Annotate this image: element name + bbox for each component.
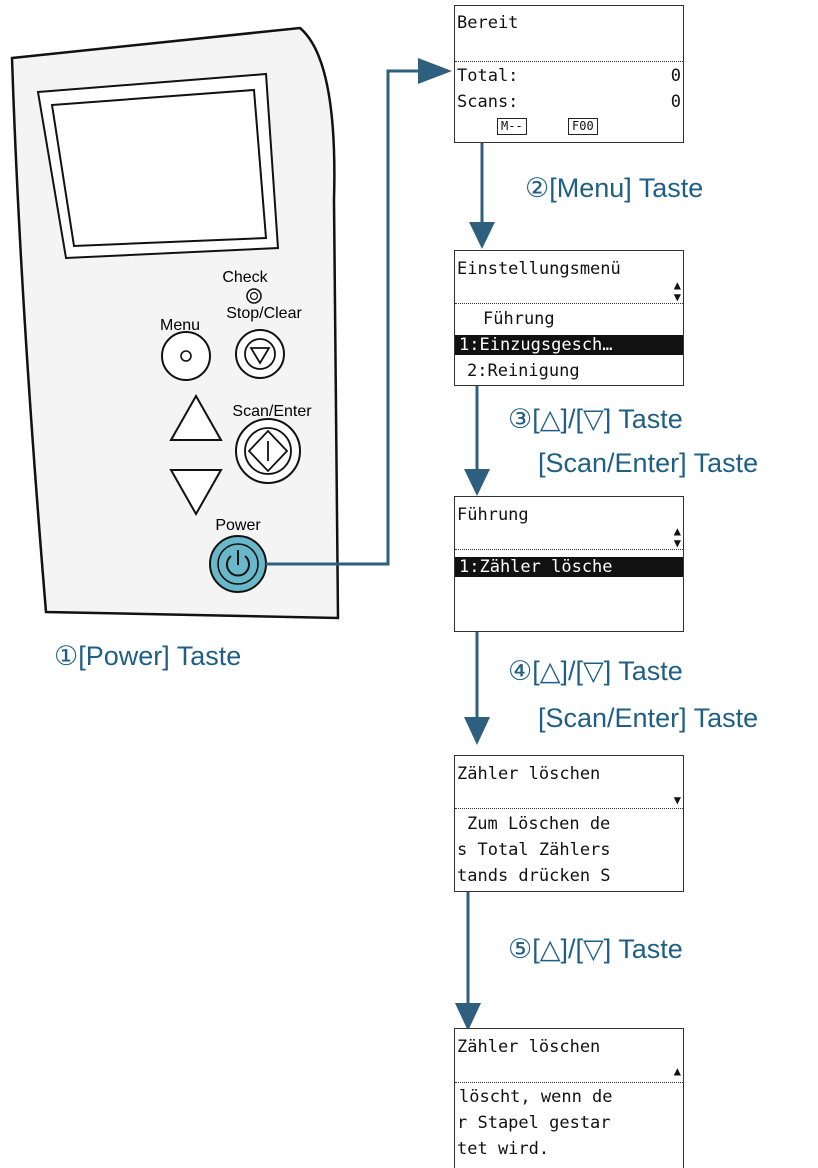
lcd-screen-guidance: Führung ▲▼ 1:Zähler lösche xyxy=(454,496,684,632)
message-line: löscht, wenn de xyxy=(459,1087,613,1107)
step-2-label: ②[Menu] Taste xyxy=(525,173,704,203)
menu-item: 2:Reinigung xyxy=(467,361,580,381)
screen-title: Einstellungsmenü xyxy=(457,259,621,279)
screen-title: Zähler löschen xyxy=(457,1037,601,1057)
lcd-screen-reset-counter: Zähler löschen ▼ Zum Löschen de s Total … xyxy=(454,755,684,892)
up-arrow-icon: ▲ xyxy=(673,1064,681,1078)
lcd-screen-ready: Bereit Total: 0 Scans: 0 M-- F00 xyxy=(454,5,684,143)
screen-title: Führung xyxy=(457,505,529,525)
operator-panel: Check Menu Stop/Clear Scan/Enter Power xyxy=(10,26,340,620)
check-label: Check xyxy=(222,269,268,286)
total-value: 0 xyxy=(670,66,681,86)
menu-item: Führung xyxy=(483,309,555,329)
total-label: Total: xyxy=(457,66,519,86)
step-3-sublabel: [Scan/Enter] Taste xyxy=(538,448,759,478)
menu-item-selected: 1:Einzugsgesch… xyxy=(455,335,683,355)
message-line: Zum Löschen de xyxy=(467,814,611,834)
menu-label: Menu xyxy=(160,317,200,334)
stop-clear-label: Stop/Clear xyxy=(226,305,302,322)
message-line: r Stapel gestar xyxy=(457,1113,611,1133)
power-connector xyxy=(266,69,425,566)
up-button-icon xyxy=(169,393,223,441)
up-down-arrow-icon: ▲▼ xyxy=(673,524,681,550)
scans-value: 0 xyxy=(670,92,681,112)
message-line: s Total Zählers xyxy=(457,840,611,860)
arrowhead-power xyxy=(418,58,452,84)
step-4-sublabel: [Scan/Enter] Taste xyxy=(538,703,759,733)
scans-label: Scans: xyxy=(457,92,519,112)
step-1-label: ①[Power] Taste xyxy=(54,641,242,671)
scan-enter-label: Scan/Enter xyxy=(232,403,312,420)
check-led-icon xyxy=(246,288,262,304)
message-line: tet wird. xyxy=(457,1139,550,1159)
down-arrow-icon: ▼ xyxy=(673,793,681,807)
down-button-icon xyxy=(169,469,223,517)
stop-clear-button-icon xyxy=(235,329,285,379)
message-line: tands drücken S xyxy=(457,866,611,886)
menu-button-icon xyxy=(161,331,211,381)
mode-badge: M-- xyxy=(497,118,527,135)
up-down-arrow-icon: ▲▼ xyxy=(673,278,681,304)
arrowhead-2 xyxy=(464,469,490,496)
screen-title: Zähler löschen xyxy=(457,764,601,784)
screen-title: Bereit xyxy=(457,13,519,33)
function-badge: F00 xyxy=(568,118,598,135)
step-5-label: ⑤[△]/[▽] Taste xyxy=(508,934,683,964)
lcd-window xyxy=(50,88,268,248)
menu-item-selected: 1:Zähler lösche xyxy=(455,557,683,577)
arrowhead-1 xyxy=(469,222,495,249)
step-3-label: ③[△]/[▽] Taste xyxy=(508,404,683,434)
power-label: Power xyxy=(215,517,261,534)
arrowhead-4 xyxy=(455,1003,481,1031)
lcd-screen-settings-menu: Einstellungsmenü ▲▼ Führung 1:Einzugsges… xyxy=(454,250,684,386)
step-4-label: ④[△]/[▽] Taste xyxy=(508,656,683,686)
arrowhead-3 xyxy=(464,717,490,745)
lcd-screen-reset-counter-2: Zähler löschen ▲ löscht, wenn de r Stape… xyxy=(454,1028,684,1168)
